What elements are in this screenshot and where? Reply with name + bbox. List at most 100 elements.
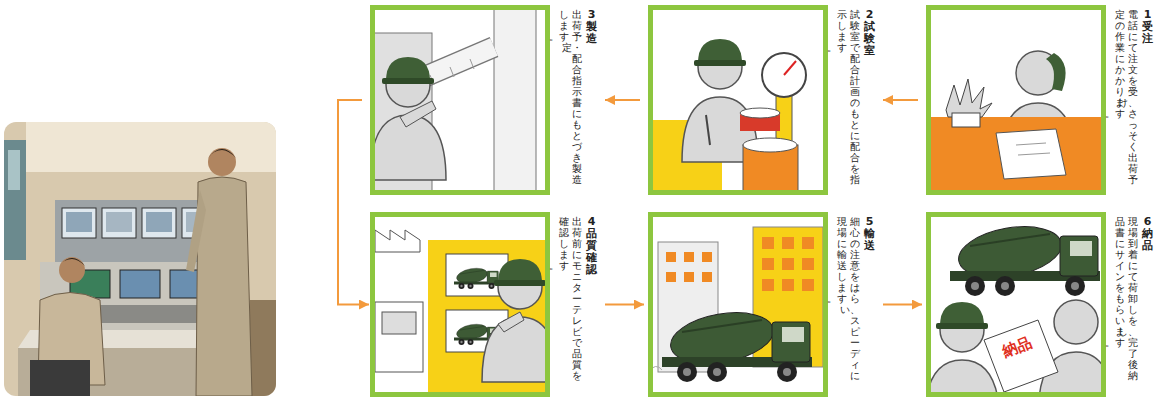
rect-shape xyxy=(370,5,550,195)
use-shape xyxy=(382,57,434,84)
rect-shape xyxy=(762,258,774,270)
circle-shape xyxy=(208,148,236,176)
use-shape xyxy=(662,305,812,382)
path-shape xyxy=(186,190,206,272)
path-shape xyxy=(1016,143,1050,155)
rect-shape xyxy=(782,279,794,291)
flow-arrow xyxy=(883,99,918,101)
lab-panel-art xyxy=(648,5,828,195)
step-description: 電話にて注文を受け、さっそく出荷予定の作業にかかります。 xyxy=(1115,9,1138,189)
flow-arrow xyxy=(338,100,369,305)
g-shape xyxy=(370,5,536,195)
step-heading: 6 納品 xyxy=(1142,216,1153,252)
path-shape xyxy=(208,149,236,158)
step-description: 出荷予定・配合指示書にもとづき製造します。 xyxy=(559,9,582,189)
caption-column: 4 品質確認出荷前にモニターテレビで品質を確認します。 xyxy=(559,216,597,391)
path-shape xyxy=(400,101,436,127)
g-shape xyxy=(926,219,1106,397)
g-shape xyxy=(375,230,550,397)
g-shape xyxy=(662,305,812,382)
rect-shape xyxy=(762,279,774,291)
rect-shape xyxy=(373,215,548,395)
path-shape xyxy=(430,59,474,85)
rect-shape xyxy=(952,113,980,127)
process-step: 4 品質確認出荷前にモニターテレビで品質を確認します。 xyxy=(370,212,599,397)
path-shape xyxy=(984,320,1058,392)
control-room-photo xyxy=(4,122,276,396)
path-shape xyxy=(784,61,796,75)
use-shape xyxy=(936,302,988,329)
flow-arrow xyxy=(605,99,640,101)
rect-shape xyxy=(142,208,176,238)
path-shape xyxy=(1046,53,1066,91)
rect-shape xyxy=(106,212,132,232)
rect-shape xyxy=(651,8,826,193)
caption-column: 2 試験室試験室で配合計画のもとに配合を指示します。 xyxy=(837,9,875,189)
rect-shape xyxy=(666,272,676,282)
order-panel-art xyxy=(926,5,1106,195)
delivery-panel-art xyxy=(924,212,1114,401)
path-shape xyxy=(996,129,1066,179)
rect-shape xyxy=(926,5,1106,195)
circle-shape xyxy=(59,257,85,283)
rect-shape xyxy=(102,208,136,238)
rect-shape xyxy=(373,8,548,193)
rect-shape xyxy=(375,302,423,372)
rect-shape xyxy=(702,252,712,262)
step-heading: 3 製造 xyxy=(586,9,597,45)
rect-shape xyxy=(62,208,96,238)
path-shape xyxy=(946,79,992,117)
rect-shape xyxy=(26,122,276,172)
use-shape xyxy=(454,266,499,289)
path-shape xyxy=(498,312,524,332)
rect-shape xyxy=(648,212,828,397)
rect-shape xyxy=(684,252,694,262)
step-description: 出荷前にモニターテレビで品質を確認します。 xyxy=(559,216,582,391)
caption-column: 6 納品現場到着にて荷卸しをし、完了後納品書にサインをもらいます。 xyxy=(1115,216,1153,391)
rect-shape xyxy=(684,272,694,282)
caption-column: 1 受注電話にて注文を受け、さっそく出荷予定の作業にかかります。 xyxy=(1115,9,1153,189)
use-shape xyxy=(950,219,1100,296)
process-step: 3 製造出荷予定・配合指示書にもとづき製造します。 xyxy=(370,5,599,195)
rect-shape xyxy=(926,117,1106,195)
step-heading: 5 輸送 xyxy=(864,216,875,252)
rect-shape xyxy=(666,252,676,262)
transport-panel-art xyxy=(648,212,828,397)
rect-shape xyxy=(929,215,1104,395)
g-shape xyxy=(950,219,1100,296)
rect-shape xyxy=(651,215,826,395)
process-step: 2 試験室試験室で配合計画のもとに配合を指示します。 xyxy=(648,5,877,195)
g-shape xyxy=(648,227,823,382)
rect-shape xyxy=(382,312,416,334)
rect-shape xyxy=(802,258,814,270)
step-description: 試験室で配合計画のもとに配合を指示します。 xyxy=(837,9,860,189)
flow-arrow xyxy=(605,304,644,306)
g-shape xyxy=(454,266,499,289)
rect-shape xyxy=(250,300,276,396)
rect-shape xyxy=(762,237,774,249)
step-heading: 4 品質確認 xyxy=(586,216,597,276)
stamp-text: 納品 xyxy=(1000,333,1035,362)
use-shape xyxy=(694,39,746,66)
process-step: 5 輸送細心の注意をはらい、スピーディに現場に輸送します。 xyxy=(648,212,877,397)
step-description: 現場到着にて荷卸しをし、完了後納品書にサインをもらいます。 xyxy=(1115,216,1138,391)
rect-shape xyxy=(782,237,794,249)
step-heading: 1 受注 xyxy=(1142,9,1153,45)
step-heading: 2 試験室 xyxy=(864,9,875,57)
caption-column: 3 製造出荷予定・配合指示書にもとづき製造します。 xyxy=(559,9,597,189)
path-shape xyxy=(706,115,710,145)
g-shape xyxy=(652,39,806,195)
rect-shape xyxy=(802,237,814,249)
rect-shape xyxy=(802,279,814,291)
process-step: 1 受注電話にて注文を受け、さっそく出荷予定の作業にかかります。 xyxy=(926,5,1155,195)
rect-shape xyxy=(648,5,828,195)
path-shape xyxy=(375,230,420,252)
ellipse-shape xyxy=(743,138,797,152)
process-step: 6 納品現場到着にて荷卸しをし、完了後納品書にサインをもらいます。 xyxy=(926,212,1155,397)
rect-shape xyxy=(30,360,90,396)
rect-shape xyxy=(929,8,1104,193)
check-panel-art xyxy=(370,212,558,397)
caption-column: 5 輸送細心の注意をはらい、スピーディに現場に輸送します。 xyxy=(837,216,875,391)
path-shape xyxy=(59,258,85,266)
